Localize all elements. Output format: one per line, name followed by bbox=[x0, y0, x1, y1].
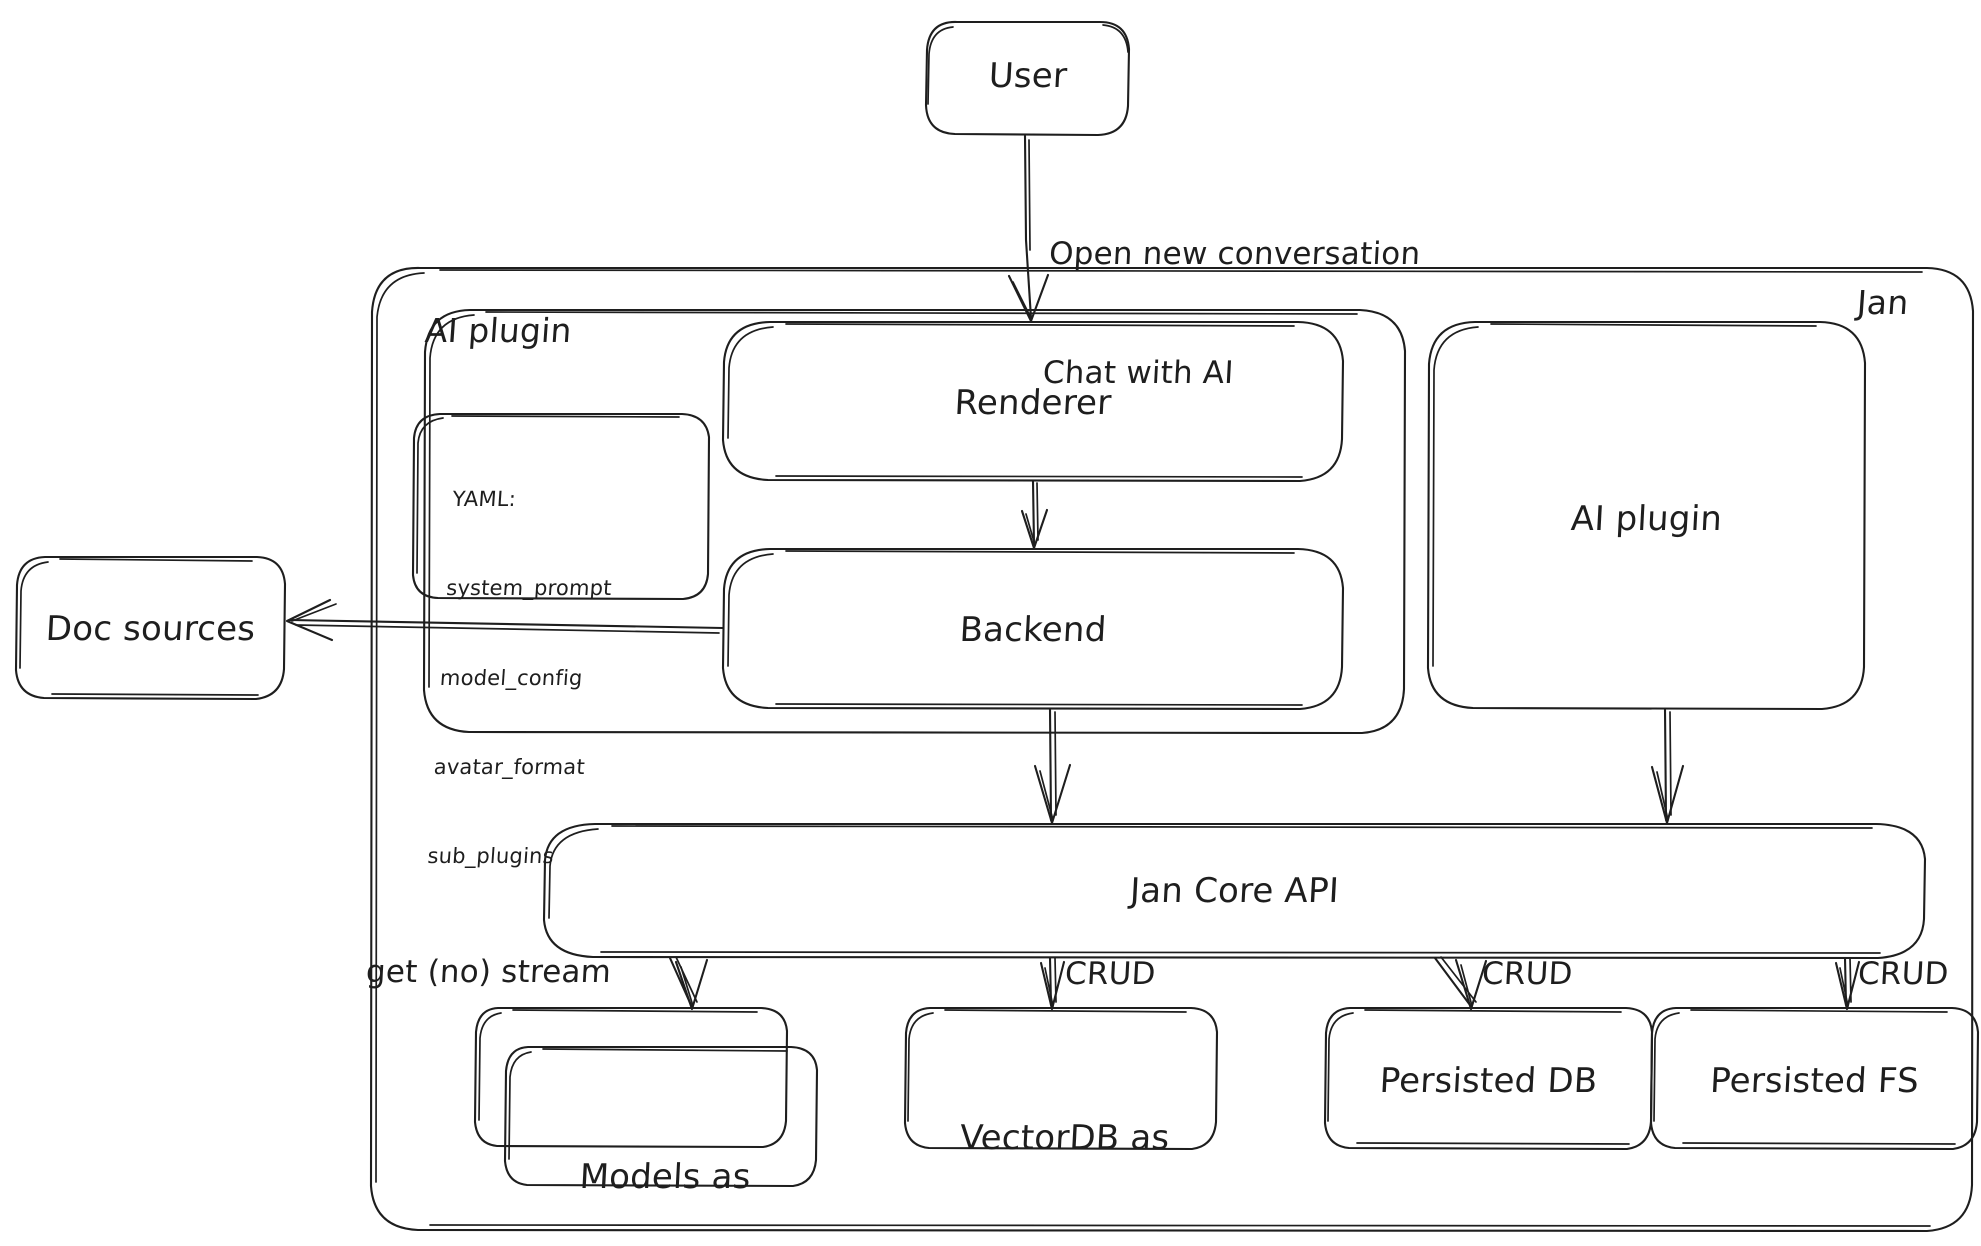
jan-container-shape bbox=[369, 266, 1975, 1233]
persisted-db-label: Persisted DB bbox=[1378, 1061, 1599, 1101]
arrow-user-to-renderer bbox=[1007, 134, 1050, 323]
ai-plugin-group-label: AI plugin bbox=[423, 311, 574, 350]
vectordb-as-plugin-line1: VectorDB as bbox=[958, 1117, 1171, 1158]
persisted-db-box-shape bbox=[1323, 1006, 1654, 1151]
models-as-plugin-label: Models as plugin bbox=[496, 1063, 826, 1246]
persisted-fs-label: Persisted FS bbox=[1709, 1061, 1920, 1101]
ai-plugin-right-label: AI plugin bbox=[1569, 499, 1724, 539]
backend-box-shape bbox=[721, 547, 1345, 711]
models-as-plugin-line1: Models as bbox=[578, 1156, 752, 1197]
edge-label-core-to-persisted-db: CRUD bbox=[1481, 956, 1574, 992]
jan-container-label: Jan bbox=[1855, 283, 1910, 322]
models-as-plugin-back-shape bbox=[473, 1006, 789, 1149]
vectordb-as-plugin-label: VectorDB as plugin bbox=[895, 1024, 1226, 1246]
backend-label: Backend bbox=[958, 610, 1108, 650]
arrow-core-to-persisted-db bbox=[1433, 956, 1488, 1011]
vectordb-as-plugin-box-shape bbox=[903, 1006, 1219, 1151]
yaml-note-shape bbox=[411, 412, 711, 601]
jan-core-api-box-shape bbox=[542, 822, 1927, 960]
arrow-ai-plugin-to-core bbox=[1650, 707, 1685, 825]
arrow-backend-to-doc-sources bbox=[285, 598, 725, 642]
user-label: User bbox=[987, 56, 1069, 96]
yaml-note-line-1: system_prompt bbox=[445, 576, 613, 601]
renderer-box-shape bbox=[721, 320, 1345, 483]
edge-label-user-to-renderer: Open new conversation Chat with AI bbox=[1038, 156, 1426, 473]
yaml-note-line-4: sub_plugins bbox=[426, 844, 555, 869]
ai-plugin-right-box-shape bbox=[1426, 320, 1867, 711]
edge-label-core-to-persisted-fs: CRUD bbox=[1857, 956, 1950, 992]
persisted-fs-box-shape bbox=[1649, 1006, 1980, 1151]
yaml-note-text: YAML: system_prompt model_config avatar_… bbox=[422, 425, 722, 932]
doc-sources-box-shape bbox=[14, 555, 287, 701]
arrow-core-to-models bbox=[668, 956, 709, 1011]
jan-core-api-label: Jan Core API bbox=[1129, 871, 1341, 911]
edge-label-line1: Open new conversation bbox=[1048, 236, 1422, 273]
edge-label-core-to-vectordb: CRUD bbox=[1064, 956, 1157, 992]
doc-sources-label: Doc sources bbox=[44, 609, 257, 649]
arrow-backend-to-core bbox=[1033, 707, 1072, 825]
models-as-plugin-front-shape bbox=[503, 1045, 819, 1188]
user-box-shape bbox=[924, 20, 1131, 137]
yaml-note-line-3: avatar_format bbox=[432, 754, 586, 779]
yaml-note-line-2: model_config bbox=[439, 665, 584, 690]
ai-plugin-group-shape bbox=[422, 308, 1407, 735]
arrow-core-to-vectordb bbox=[1039, 956, 1066, 1011]
arrow-core-to-persisted-fs bbox=[1834, 956, 1861, 1011]
edge-label-core-to-models: get (no) stream bbox=[365, 954, 613, 990]
edge-label-line2: Chat with AI bbox=[1041, 355, 1235, 392]
yaml-note-line-0: YAML: bbox=[451, 486, 517, 511]
arrow-renderer-to-backend bbox=[1020, 479, 1049, 550]
